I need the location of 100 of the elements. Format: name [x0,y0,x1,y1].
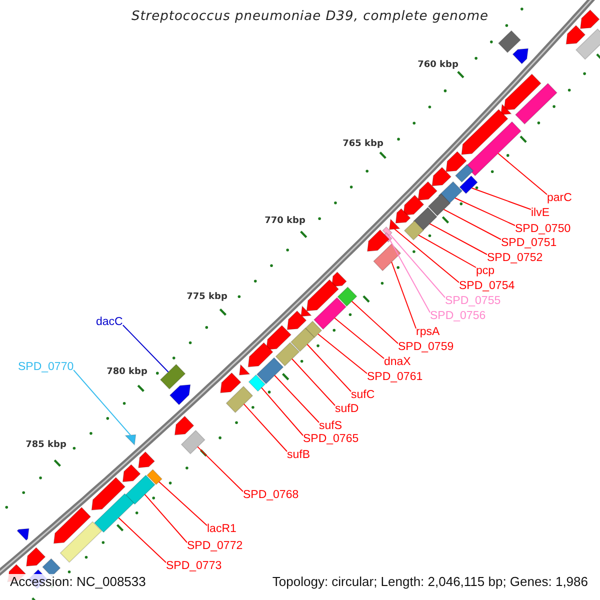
gene-feature [412,206,438,232]
gene-feature [575,28,600,60]
gene-feature [248,342,274,368]
leader-line [158,481,208,526]
gene-feature [580,9,600,30]
gene-feature [53,506,92,544]
footer-text: Accession: NC_008533 [8,574,148,590]
gene-feature [402,194,424,216]
scale-label: 760 kbp [418,61,458,71]
gene-feature [366,229,390,252]
gene-label: SPD_0752 [487,252,543,264]
gene-feature [26,547,46,567]
leader-line [390,240,430,313]
gene-feature [500,104,512,116]
leader-line [391,262,416,329]
gene-feature [404,220,424,240]
gene-label: SPD_0772 [187,540,243,552]
gene-feature [459,175,478,194]
gene-feature [146,469,162,486]
scale-label: 765 kbp [342,140,384,150]
leader-line [454,198,516,226]
gene-feature [275,342,300,366]
leader-line [429,223,488,255]
leader-line [306,344,352,392]
title: Streptococcus pneumoniae D39, complete genome [130,10,490,24]
leader-line [261,387,304,436]
gene-feature [306,279,340,312]
gene-feature [461,108,508,155]
gene-label: SPD_0759 [398,340,454,354]
gene-feature [122,464,141,482]
gene-feature [304,320,322,338]
leader-line [197,446,244,492]
scale-label: 785 kbp [26,441,66,451]
leader-line [292,358,336,406]
leader-line [394,228,460,283]
gene-label: SPD_0751 [501,236,557,250]
gene-label: SPD_0768 [243,488,299,502]
gene-label: lacR1 [207,522,236,536]
gene-label: dnaX [384,356,411,368]
gene-label: pcp [476,264,495,278]
gene-feature [446,151,467,172]
gene-feature [238,364,250,376]
gene-feature [286,310,307,330]
scale-label: 780 kbp [106,368,148,378]
gene-feature [428,193,451,216]
gene-feature [180,430,206,454]
gene-feature [16,528,30,541]
gene-feature [313,297,347,330]
gene-label: dacC [96,316,123,328]
gene-label: sufB [287,448,310,462]
scale-label: 775 kbp [186,293,228,303]
gene-label: parC [547,192,572,204]
gene-feature [512,48,529,64]
gene-feature [94,493,134,533]
gene-feature [91,476,126,510]
gene-feature [220,372,242,394]
leader-line [443,208,502,240]
gene-feature [266,324,292,350]
gene-feature [454,164,474,183]
scale-label: 770 kbp [264,217,306,227]
footer-text: Topology: circular; Length: 2,046,115 bp; Genes: 1,986 [270,574,590,590]
gene-feature [60,521,102,563]
gene-feature [160,364,186,390]
gene-feature [498,30,522,54]
gene-label: SPD_0755 [445,294,501,308]
leader-line [498,152,548,195]
gene-feature [395,208,411,224]
gene-feature [432,166,452,186]
leader-line [390,234,446,298]
leader-line [471,188,532,210]
gene-label: SPD_0750 [515,222,571,236]
gene-label: sufD [335,402,359,416]
gene-feature [331,272,347,287]
leader-line [274,374,320,423]
leader-line [418,234,476,268]
gene-feature [138,451,156,468]
leader-line [318,334,368,374]
leader-line [118,517,166,563]
gene-label: SPD_0770 [18,360,74,374]
leader-line [243,404,288,452]
gene-label: sufS [319,420,342,432]
gene-feature [514,82,558,125]
gene-feature [504,74,542,111]
gene-feature [256,357,284,384]
gene-feature [248,374,266,392]
gene-feature [465,121,522,176]
gene-feature [125,474,156,505]
gene-feature [42,558,61,577]
gene-label: rpsA [416,326,440,338]
leader-line [334,318,384,359]
gene-feature [337,286,358,307]
gene-label: SPD_0761 [367,370,423,384]
gene-feature [174,416,194,436]
gene-feature [169,384,191,406]
gene-label: SPD_0765 [303,432,359,446]
gene-feature [290,328,315,352]
gene-label: sufC [351,388,375,402]
gene-label: SPD_0754 [459,280,515,292]
gene-feature [226,386,254,414]
gene-feature [373,243,402,272]
